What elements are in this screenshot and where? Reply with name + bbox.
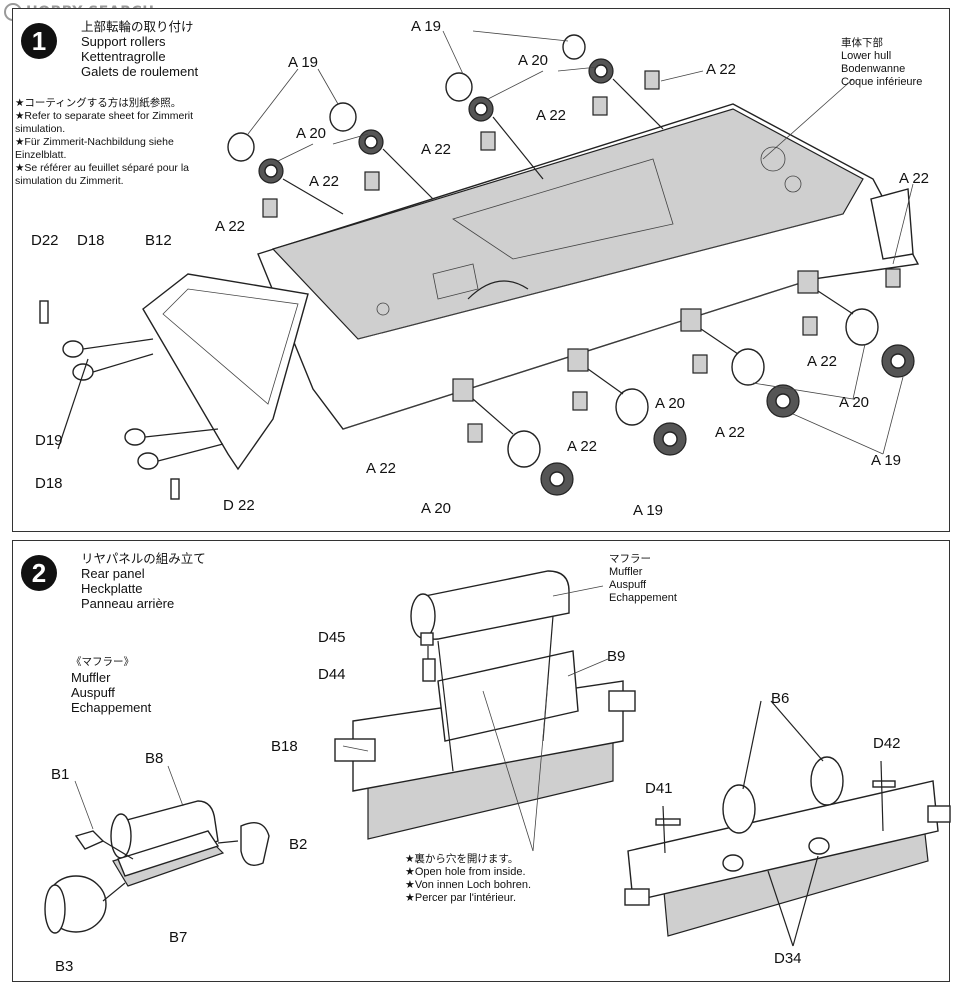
part-label-d22: D22	[31, 232, 59, 249]
part-label-b12: B12	[145, 232, 172, 249]
part-label-a22: A 22	[715, 424, 746, 441]
step-2-title-jp: リヤパネルの組み立て	[81, 551, 206, 566]
part-label-b1: B1	[51, 766, 70, 783]
part-label-b9: B9	[607, 648, 626, 665]
muffler-fr: Echappement	[609, 592, 677, 604]
part-label-b7: B7	[169, 929, 188, 946]
part-label-a22: A 22	[536, 107, 567, 124]
part-label-a19: A 19	[411, 18, 442, 35]
lower-hull-jp: 車体下部	[841, 37, 883, 49]
muffler-subassembly	[44, 800, 270, 934]
step-1-title-fr: Galets de roulement	[81, 64, 199, 79]
step-2-title: リヤパネルの組み立て Rear panel Heckplatte Panneau…	[81, 551, 206, 611]
part-label-a19: A 19	[288, 54, 319, 71]
part-label-b8: B8	[145, 750, 164, 767]
part-label-a19: A 19	[871, 452, 902, 469]
part-label-b3: B3	[55, 958, 74, 975]
step-1-number: 1	[21, 23, 57, 59]
a22-brackets	[262, 70, 901, 443]
open-hole-de: ★Von innen Loch bohren.	[405, 879, 532, 891]
part-label-d44: D44	[318, 666, 346, 683]
zimmerit-note-jp: ★コーティングする方は別紙参照。	[15, 97, 182, 109]
step-1-title-de: Kettentragrolle	[81, 49, 166, 64]
open-hole-note: ★裏から穴を開けます。 ★Open hole from inside. ★Von…	[405, 853, 531, 905]
muffler-sub-en: Muffler	[71, 670, 111, 685]
part-label-a19: A 19	[633, 502, 664, 519]
part-label-d22: D 22	[223, 497, 255, 514]
part-label-a20: A 20	[518, 52, 549, 69]
open-hole-jp: ★裏から穴を開けます。	[405, 853, 519, 865]
part-label-a22: A 22	[807, 353, 838, 370]
part-label-a22: A 22	[567, 438, 598, 455]
muffler-de: Auspuff	[609, 579, 647, 591]
right-rear-assembly	[624, 700, 951, 947]
rear-panel-assembly	[334, 570, 636, 840]
part-label-b18: B18	[271, 738, 298, 755]
muffler-subassembly-title: 《マフラー》 Muffler Auspuff Echappement	[71, 655, 151, 715]
part-label-a20: A 20	[839, 394, 870, 411]
lower-hull-de: Bodenwanne	[841, 63, 906, 75]
part-label-d41: D41	[645, 780, 673, 797]
part-label-a20: A 20	[421, 500, 452, 517]
muffler-sub-jp: 《マフラー》	[71, 656, 134, 668]
step-2-number: 2	[21, 555, 57, 591]
lower-hull-fr: Coque inférieure	[841, 76, 923, 88]
muffler-en: Muffler	[609, 566, 643, 578]
step-2-panel: 2 リヤパネルの組み立て Rear panel Heckplatte Panne…	[12, 540, 951, 982]
open-hole-fr: ★Percer par l'intérieur.	[405, 892, 517, 904]
part-label-a22: A 22	[309, 173, 340, 190]
part-label-d42: D42	[873, 735, 901, 752]
muffler-sub-de: Auspuff	[71, 685, 115, 700]
step-1-panel: 1 上部転輪の取り付け Support rollers Kettentragro…	[12, 8, 950, 532]
leader-lines-1	[247, 30, 914, 455]
leader-lines-2	[74, 585, 609, 852]
part-label-a22: A 22	[366, 460, 397, 477]
part-label-b2: B2	[289, 836, 308, 853]
step-1-illustration	[39, 30, 920, 500]
support-roller-group-left	[227, 34, 664, 215]
part-label-a22: A 22	[899, 170, 930, 187]
step-1-title-en: Support rollers	[81, 34, 166, 49]
lower-hull-en: Lower hull	[841, 50, 892, 62]
part-label-a22: A 22	[706, 61, 737, 78]
zimmerit-note-en: ★Refer to separate sheet for Zimmerit si…	[15, 110, 194, 135]
step-2-title-en: Rear panel	[81, 566, 145, 581]
part-label-d18: D18	[35, 475, 63, 492]
part-label-a22: A 22	[215, 218, 246, 235]
muffler-sub-fr: Echappement	[71, 700, 152, 715]
part-label-b6: B6	[771, 690, 790, 707]
part-label-d45: D45	[318, 629, 346, 646]
open-hole-en: ★Open hole from inside.	[405, 866, 526, 878]
part-label-a20: A 20	[655, 395, 686, 412]
rear-panel-b12	[142, 273, 309, 471]
step-1-title-jp: 上部転輪の取り付け	[81, 19, 194, 34]
step-1-title: 上部転輪の取り付け Support rollers Kettentragroll…	[81, 19, 198, 79]
zimmerit-note-fr: ★Se référer au feuillet séparé pour la s…	[15, 162, 190, 187]
part-label-d34: D34	[774, 950, 802, 967]
step-2-illustration	[44, 570, 951, 947]
lower-hull-callout: 車体下部 Lower hull Bodenwanne Coque inférie…	[841, 37, 941, 89]
step-2-title-fr: Panneau arrière	[81, 596, 175, 611]
zimmerit-note-de: ★Für Zimmerit-Nachbildung siehe Einzelbl…	[15, 136, 174, 161]
hull-top-deck	[271, 108, 864, 340]
part-label-a20: A 20	[296, 125, 327, 142]
step-2-title-de: Heckplatte	[81, 581, 143, 596]
zimmerit-note: ★コーティングする方は別紙参照。 ★Refer to separate shee…	[15, 97, 225, 188]
part-label-d19: D19	[35, 432, 63, 449]
muffler-callout: マフラー Muffler Auspuff Echappement	[609, 553, 677, 605]
support-roller-group-right	[452, 270, 915, 496]
d-parts-left	[39, 300, 224, 500]
part-label-d18: D18	[77, 232, 105, 249]
muffler-jp: マフラー	[609, 553, 651, 565]
part-label-a22: A 22	[421, 141, 452, 158]
